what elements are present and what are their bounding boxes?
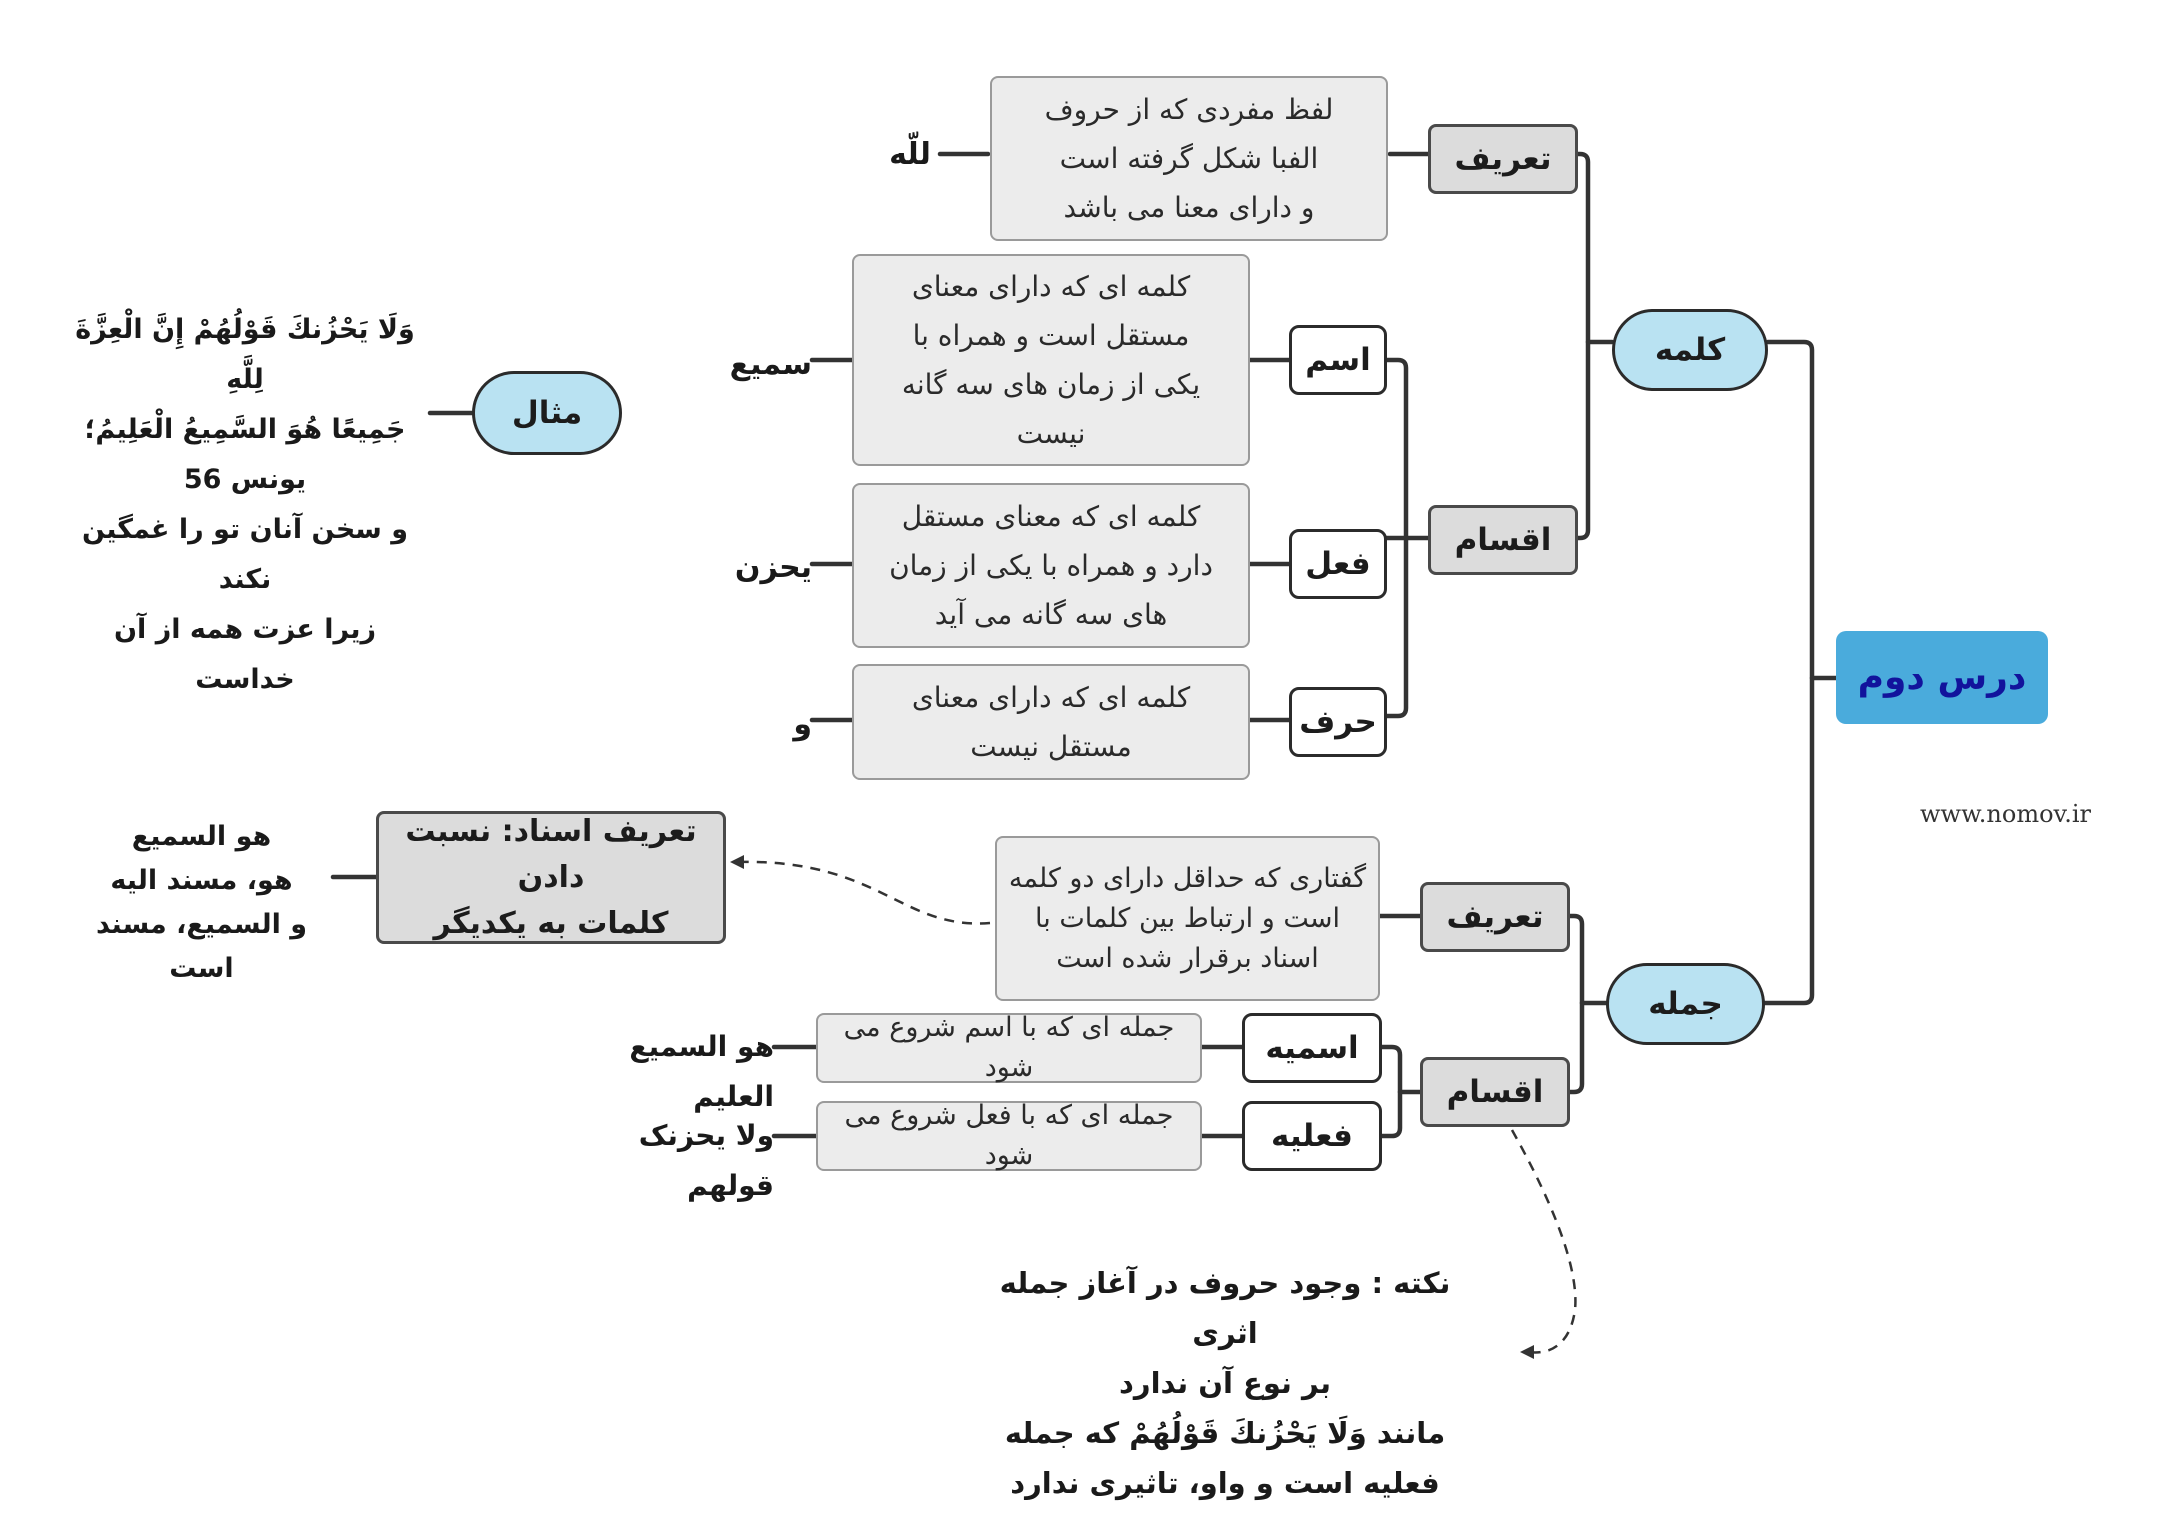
- jomle-item-esmiye-example: هو السمیع العلیم: [629, 1030, 774, 1113]
- jomle-item-esmiye[interactable]: اسمیه: [1242, 1013, 1382, 1083]
- kalame-item-fel[interactable]: فعل: [1289, 529, 1387, 599]
- jomle-item-feliye-example: ولا یحزنک قولهم: [638, 1119, 774, 1202]
- kalame-tarif-description: لفظ مفردی که از حروف الفبا شکل گرفته است…: [990, 76, 1388, 241]
- watermark-url: www.nomov.ir: [1920, 800, 2092, 828]
- esnad-definition[interactable]: تعریف اسناد: نسبت دادن کلمات به یکدیگر: [376, 811, 726, 944]
- kalame-tarif-label[interactable]: تعریف: [1428, 124, 1578, 194]
- esnad-example: هو السمیع هو، مسند الیه و السمیع، مسند ا…: [95, 821, 308, 984]
- jomle-item-feliye[interactable]: فعلیه: [1242, 1101, 1382, 1171]
- kalame-item-esm-description: کلمه ای که دارای معنای مستقل است و همراه…: [852, 254, 1250, 466]
- nokte-note: نکته : وجود حروف در آغاز جمله اثری بر نو…: [999, 1266, 1451, 1500]
- kalame-item-fel-description: کلمه ای که معنای مستقل دارد و همراه با ی…: [852, 483, 1250, 648]
- misal-quran-text: وَلَا يَحْزُنكَ قَوْلُهُمْ إِنَّ الْعِزَ…: [75, 314, 415, 695]
- kalame-item-fel-example: یحزن: [734, 550, 812, 585]
- kalame-item-harf-example: و: [793, 707, 812, 742]
- jomle-aqsam-label[interactable]: اقسام: [1420, 1057, 1570, 1127]
- kalame-item-harf[interactable]: حرف: [1289, 687, 1387, 757]
- jomle-item-esmiye-description: جمله ای که با اسم شروع می شود: [816, 1012, 1202, 1083]
- kalame-item-harf-description: کلمه ای که دارای معنای مستقل نیست: [852, 664, 1250, 780]
- root-topic-dars-dovom[interactable]: درس دوم: [1836, 631, 2048, 724]
- kalame-item-esm-example: سمیع: [729, 347, 812, 382]
- kalame-item-esm[interactable]: اسم: [1289, 325, 1387, 395]
- kalame-tarif-example: للّه: [889, 137, 931, 172]
- misal-label[interactable]: مثال: [472, 371, 622, 455]
- jomle-item-feliye-description: جمله ای که با فعل شروع می شود: [816, 1100, 1202, 1171]
- topic-jomle[interactable]: جمله: [1606, 963, 1765, 1045]
- jomle-tarif-label[interactable]: تعریف: [1420, 882, 1570, 952]
- topic-kalame[interactable]: کلمه: [1612, 309, 1768, 391]
- jomle-tarif-description: گفتاری که حداقل دارای دو کلمه است و ارتب…: [995, 836, 1380, 1001]
- kalame-aqsam-label[interactable]: اقسام: [1428, 505, 1578, 575]
